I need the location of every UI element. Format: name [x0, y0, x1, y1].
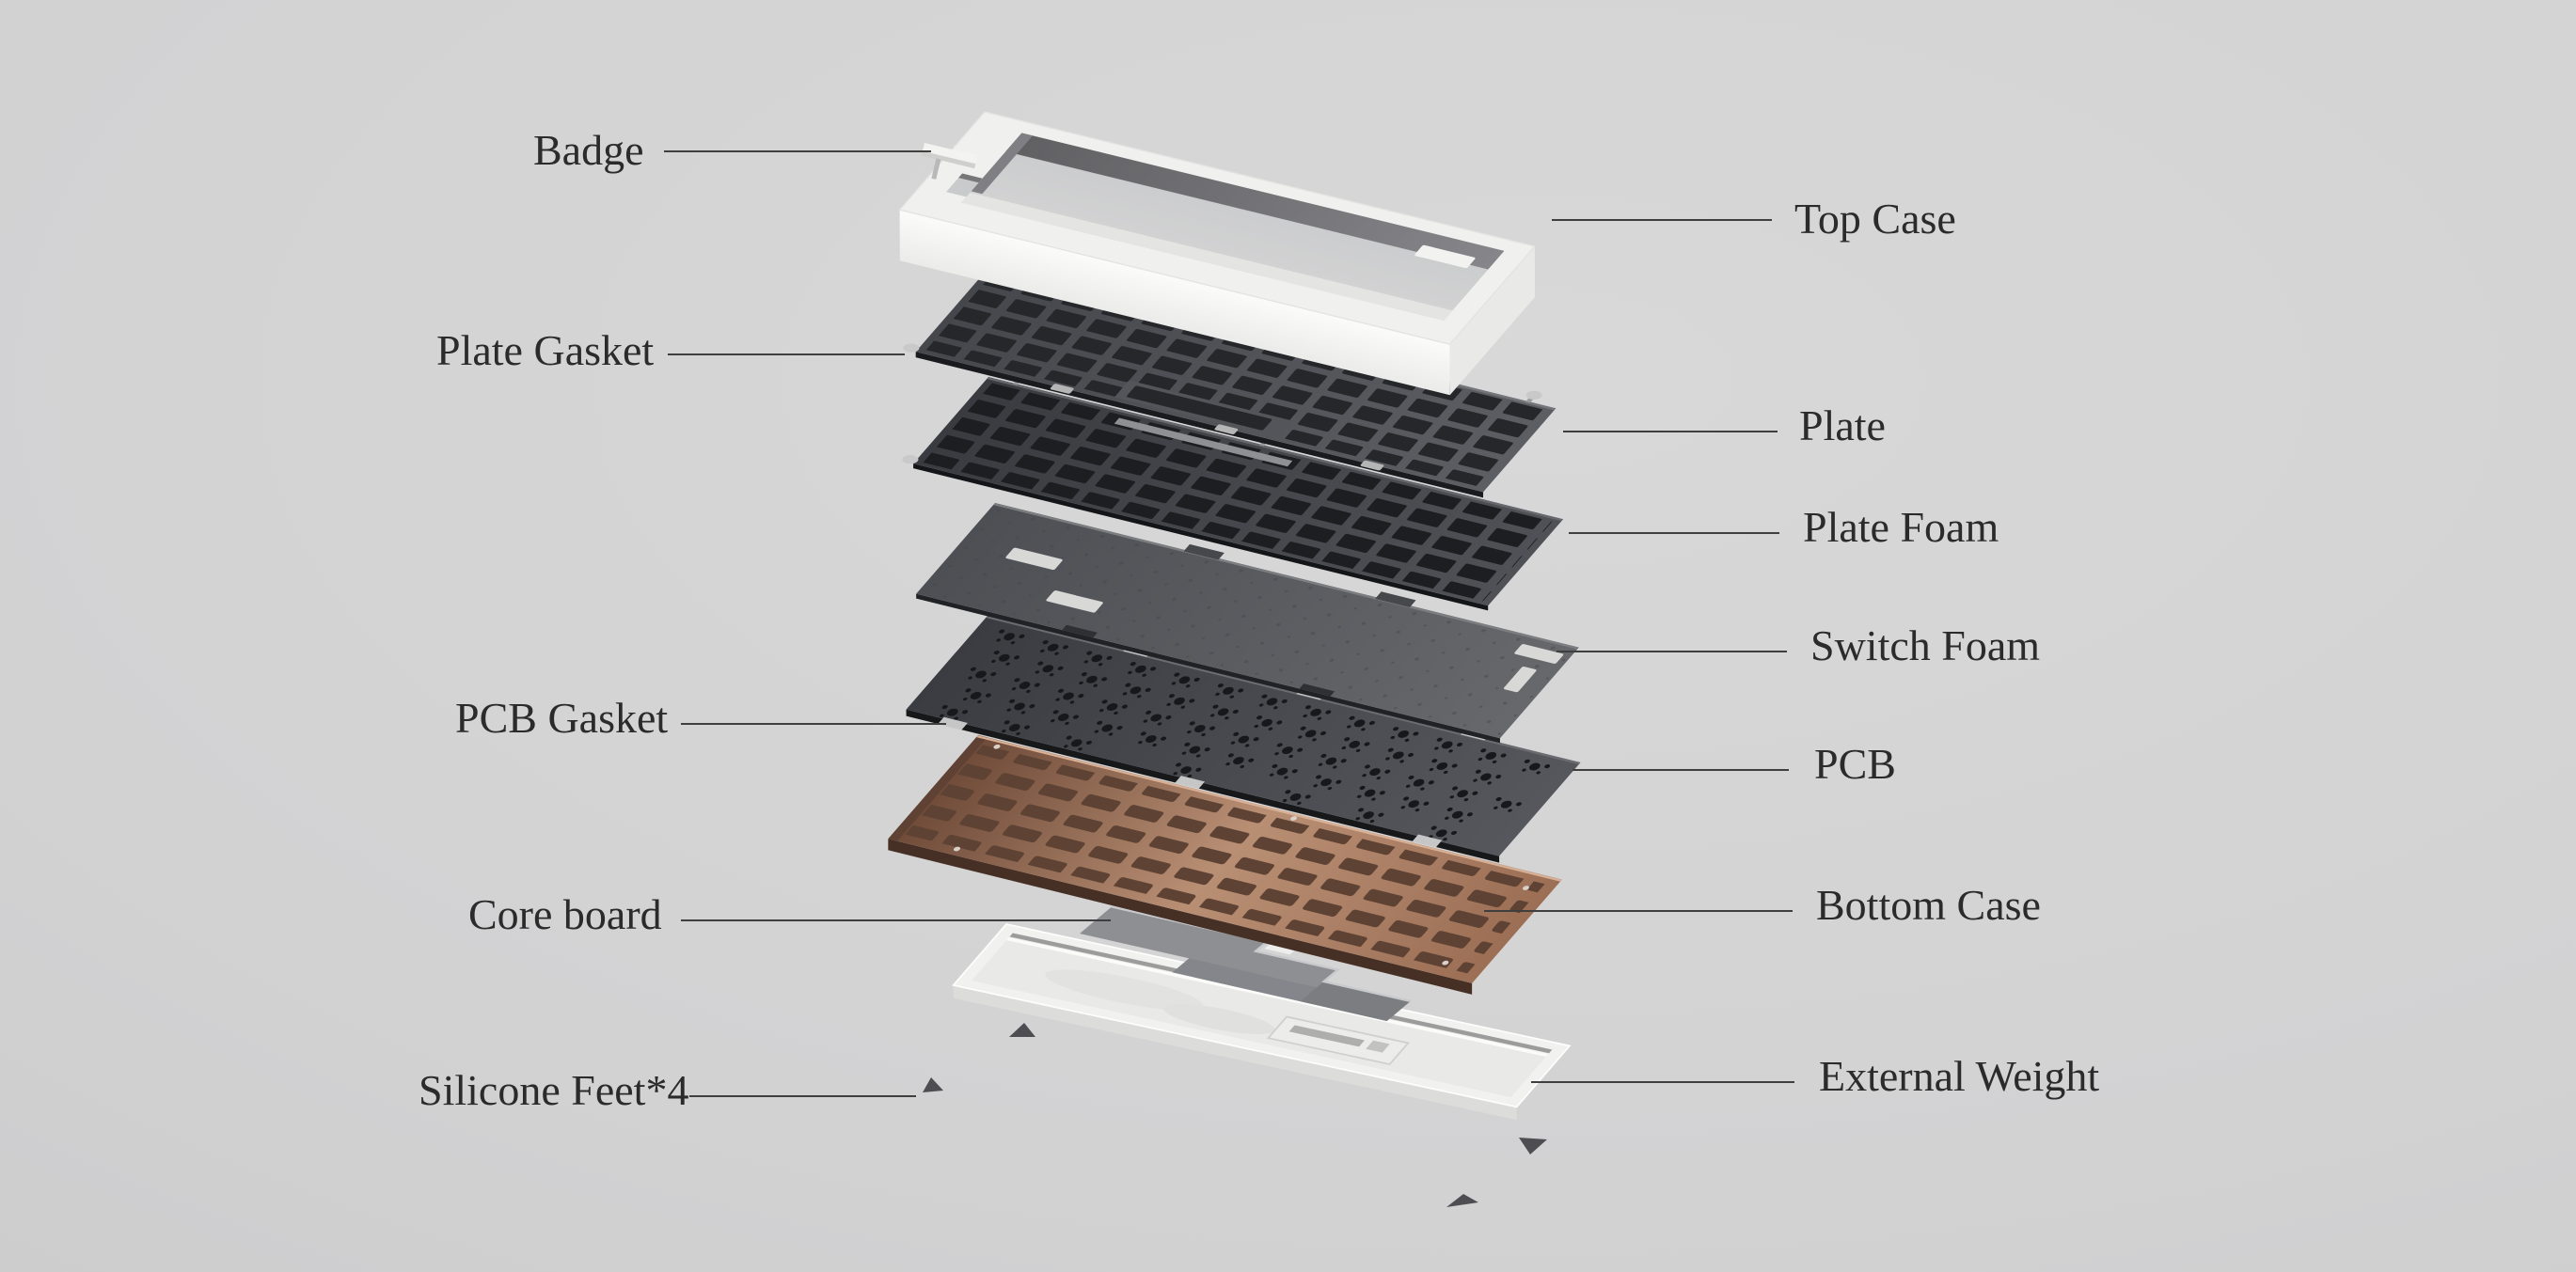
external-weight-part [952, 923, 1572, 1121]
silicone-feet [923, 1023, 1547, 1207]
switch-foam-part [916, 503, 1579, 744]
plate-part [903, 261, 1557, 498]
label-external-weight: External Weight [1819, 1052, 2100, 1100]
label-plate-gasket: Plate Gasket [436, 326, 655, 374]
label-plate-foam: Plate Foam [1803, 503, 1999, 551]
plate-foam-part [902, 371, 1564, 611]
label-core-board: Core board [468, 890, 662, 938]
label-silicone-feet: Silicone Feet*4 [419, 1066, 689, 1114]
badge-part [921, 143, 978, 180]
label-pcb: PCB [1814, 740, 1896, 788]
label-badge: Badge [533, 126, 644, 174]
leader-lines [664, 150, 1794, 1097]
label-top-case: Top Case [1794, 195, 1956, 243]
label-plate: Plate [1799, 401, 1886, 449]
top-case-part [898, 111, 1537, 396]
bottom-case-part [888, 735, 1562, 995]
label-bottom-case: Bottom Case [1816, 881, 2041, 929]
label-pcb-gasket: PCB Gasket [455, 694, 669, 742]
label-switch-foam: Switch Foam [1810, 621, 2041, 669]
